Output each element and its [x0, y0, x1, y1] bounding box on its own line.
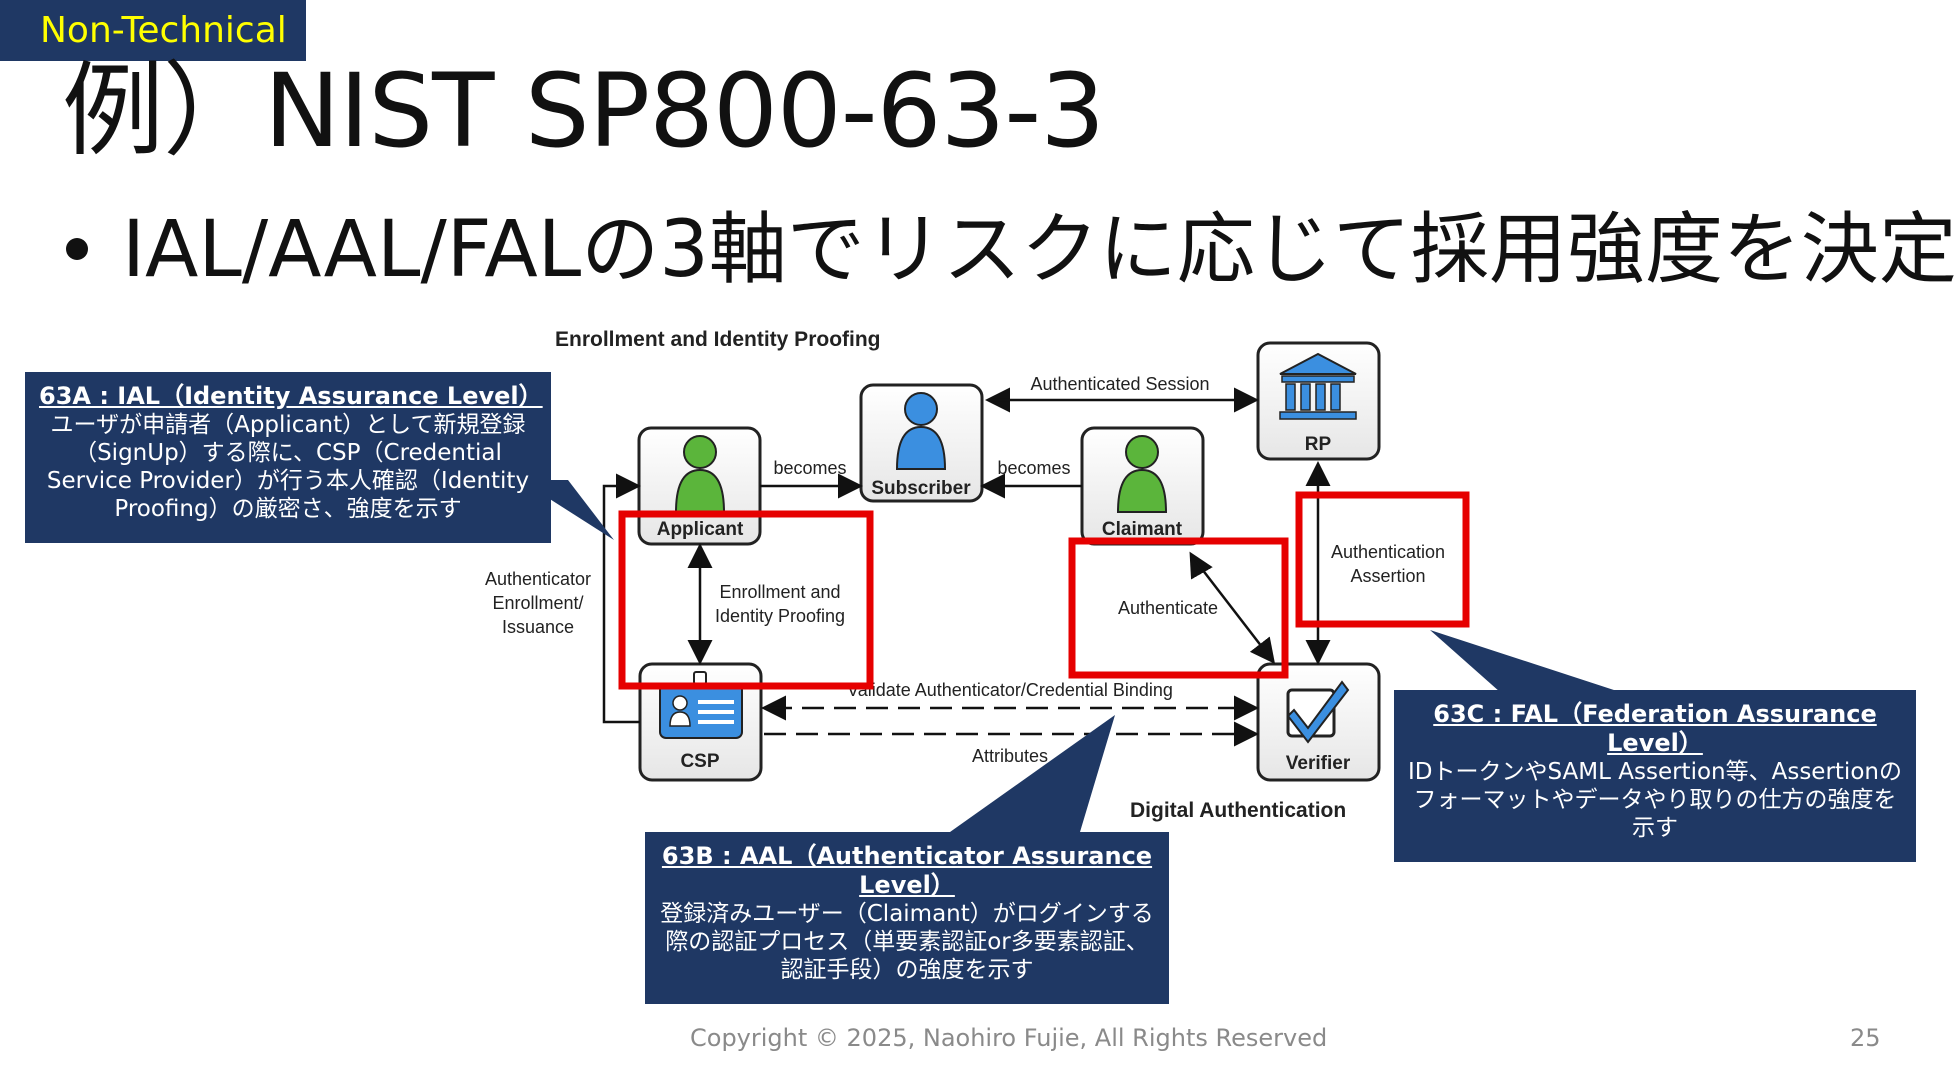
auth-enroll-label-line3: Issuance — [502, 617, 574, 637]
verifier-node: Verifier — [1256, 662, 1381, 782]
page-number: 25 — [1850, 1024, 1881, 1052]
person-green-icon — [1116, 435, 1168, 513]
authenticate-label: Authenticate — [1118, 598, 1218, 618]
assertion-label-line1: Authentication — [1331, 542, 1445, 562]
subscriber-node: Subscriber — [859, 383, 984, 503]
bank-building-icon — [1279, 352, 1357, 420]
applicant-label: Applicant — [657, 519, 744, 540]
claimant-node: Claimant — [1080, 426, 1205, 546]
csp-label: CSP — [680, 751, 719, 772]
auth-enroll-label-line1: Authenticator — [485, 569, 591, 589]
auth-enroll-label-line2: Enrollment/ — [492, 593, 583, 613]
ial-highlight-box — [618, 510, 874, 690]
becomes-label-1: becomes — [773, 458, 846, 478]
rp-node: RP — [1256, 341, 1381, 461]
category-tag: Non-Technical — [0, 0, 306, 61]
subscriber-label: Subscriber — [871, 478, 971, 499]
section-enrollment-label: Enrollment and Identity Proofing — [555, 328, 881, 351]
section-digital-auth-label: Digital Authentication — [1130, 799, 1346, 822]
checkmark-icon — [1286, 680, 1350, 744]
copyright-footer: Copyright © 2025, Naohiro Fujie, All Rig… — [690, 1024, 1328, 1052]
slide-title: 例）NIST SP800-63-3 — [62, 52, 1105, 171]
ial-callout: 63A : IAL（Identity Assurance Level） ユーザが… — [25, 372, 551, 543]
attributes-label: Attributes — [972, 746, 1048, 766]
aal-callout-title: 63B : AAL（Authenticator Assurance Level） — [661, 842, 1153, 899]
rp-label: RP — [1305, 434, 1332, 455]
person-blue-icon — [895, 392, 947, 470]
fal-highlight-box — [1295, 491, 1470, 628]
id-card-icon — [659, 671, 743, 739]
fal-callout: 63C : FAL（Federation Assurance Level） ID… — [1394, 690, 1916, 862]
person-green-icon — [674, 435, 726, 513]
authenticated-session-label: Authenticated Session — [1030, 374, 1209, 394]
csp-node: CSP — [638, 662, 763, 782]
aal-callout-pointer — [950, 715, 1115, 832]
aal-callout-body: 登録済みユーザー（Claimant）がログインする際の認証プロセス（単要素認証o… — [660, 901, 1154, 983]
bullet-text: IAL/AAL/FALの3軸でリスクに応じて採用強度を決定 — [122, 205, 1957, 295]
applicant-node: Applicant — [637, 426, 762, 546]
validate-binding-label: Validate Authenticator/Credential Bindin… — [847, 680, 1173, 700]
bullet-point: IAL/AAL/FALの3軸でリスクに応じて採用強度を決定 — [66, 200, 1957, 300]
verifier-label: Verifier — [1286, 753, 1351, 774]
aal-callout: 63B : AAL（Authenticator Assurance Level）… — [645, 832, 1169, 1004]
fal-callout-title: 63C : FAL（Federation Assurance Level） — [1433, 700, 1877, 757]
ial-callout-title: 63A : IAL（Identity Assurance Level） — [39, 382, 543, 410]
becomes-label-2: becomes — [997, 458, 1070, 478]
claimant-label: Claimant — [1102, 519, 1183, 540]
aal-highlight-box — [1068, 537, 1289, 679]
enrollment-label-line2: Identity Proofing — [715, 606, 845, 626]
assertion-label-line2: Assertion — [1350, 566, 1425, 586]
ial-callout-body: ユーザが申請者（Applicant）として新規登録（SignUp）する際に、CS… — [46, 412, 530, 522]
enrollment-label-line1: Enrollment and — [719, 582, 840, 602]
fal-callout-pointer — [1430, 630, 1620, 692]
bullet-dot-icon — [66, 237, 88, 260]
fal-callout-body: IDトークンやSAML Assertion等、Assertionのフォーマットや… — [1408, 759, 1902, 841]
